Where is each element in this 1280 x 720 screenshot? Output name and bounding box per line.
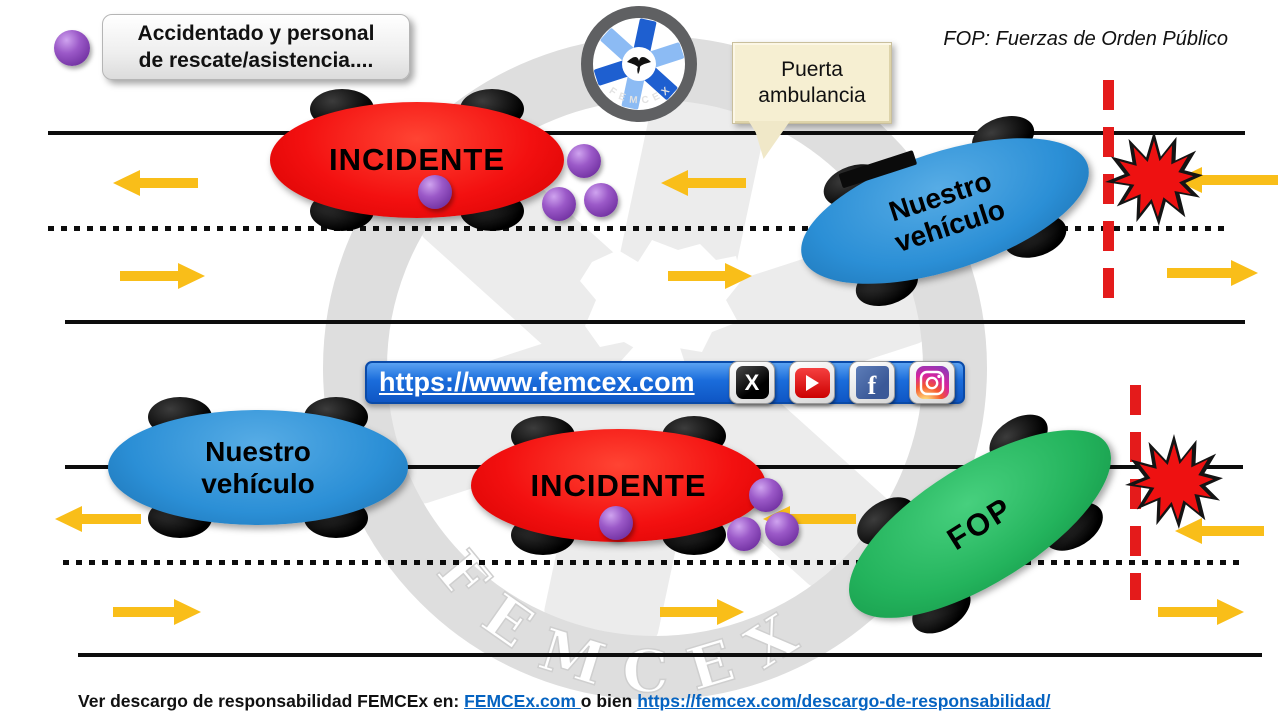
traffic-arrow-right-icon <box>113 599 201 625</box>
incident-vehicle-top: INCIDENTE <box>270 89 564 231</box>
femcex-com-link[interactable]: FEMCEx.com <box>464 691 581 711</box>
callout-text: Puerta ambulancia <box>758 57 866 107</box>
femcex-logo: FEMCEX <box>581 6 697 122</box>
person-marker <box>727 517 761 551</box>
youtube-button[interactable] <box>789 361 835 404</box>
person-marker <box>599 506 633 540</box>
bottom-road-edge-lower <box>78 653 1262 657</box>
crash-starburst-icon <box>1125 434 1223 530</box>
legend-line2: de rescate/asistencia.... <box>138 49 374 72</box>
social-icons: X f <box>729 361 955 404</box>
disclaimer-middle: o bien <box>580 691 638 711</box>
femcex-url-link[interactable]: https://www.femcex.com <box>379 367 695 397</box>
ambulance-door-callout: Puerta ambulancia <box>732 42 892 124</box>
x-twitter-icon: X <box>735 366 769 399</box>
disclaimer-url-link[interactable]: https://femcex.com/descargo-de-responsab… <box>637 691 1051 711</box>
traffic-arrow-left-icon <box>661 170 746 196</box>
traffic-arrow-left-icon <box>113 170 198 196</box>
traffic-arrow-right-icon <box>668 263 752 289</box>
traffic-arrow-right-icon <box>120 263 205 289</box>
top-road-edge-lower <box>65 320 1245 324</box>
traffic-arrow-right-icon <box>1167 260 1258 286</box>
person-marker <box>542 187 576 221</box>
legend-person-marker <box>54 30 90 66</box>
top-road-edge-upper <box>48 131 1245 135</box>
person-marker <box>749 478 783 512</box>
bottom-road-center-dotted <box>63 560 1242 565</box>
person-marker <box>567 144 601 178</box>
fop-label: FOP <box>940 490 1019 557</box>
x-twitter-button[interactable]: X <box>729 361 775 404</box>
legend-box: Accidentado y personal de rescate/asiste… <box>102 14 410 80</box>
incident-label: INCIDENTE <box>530 467 707 503</box>
facebook-button[interactable]: f <box>849 361 895 404</box>
traffic-arrow-left-icon <box>55 506 141 532</box>
instagram-button[interactable] <box>909 361 955 404</box>
our-vehicle-bottom: Nuestro vehículo <box>108 397 408 538</box>
fop-definition-note: FOP: Fuerzas de Orden Público <box>943 28 1228 50</box>
legend-line1: Accidentado y personal <box>137 21 375 45</box>
top-road-center-dotted <box>48 226 1230 231</box>
incident-label: INCIDENTE <box>328 142 506 177</box>
our-vehicle-label: Nuestro vehículo <box>201 436 315 499</box>
facebook-icon: f <box>855 366 889 399</box>
traffic-arrow-right-icon <box>660 599 744 625</box>
disclaimer-text: Ver descargo de responsabilidad FEMCEx e… <box>78 691 465 711</box>
person-marker <box>418 175 452 209</box>
disclaimer-footer: Ver descargo de responsabilidad FEMCEx e… <box>78 691 1238 712</box>
youtube-icon <box>794 367 830 398</box>
stop-line-dashed-bottom <box>1130 385 1141 600</box>
extremadura-map-shape <box>580 240 742 357</box>
person-marker <box>765 512 799 546</box>
femcex-web-banner: https://www.femcex.com X f <box>365 361 965 404</box>
crash-starburst-icon <box>1105 131 1203 227</box>
bird-icon <box>627 57 651 74</box>
person-marker <box>584 183 618 217</box>
traffic-arrow-right-icon <box>1158 599 1244 625</box>
stop-line-dashed-top <box>1103 80 1114 300</box>
instagram-icon <box>915 366 949 399</box>
